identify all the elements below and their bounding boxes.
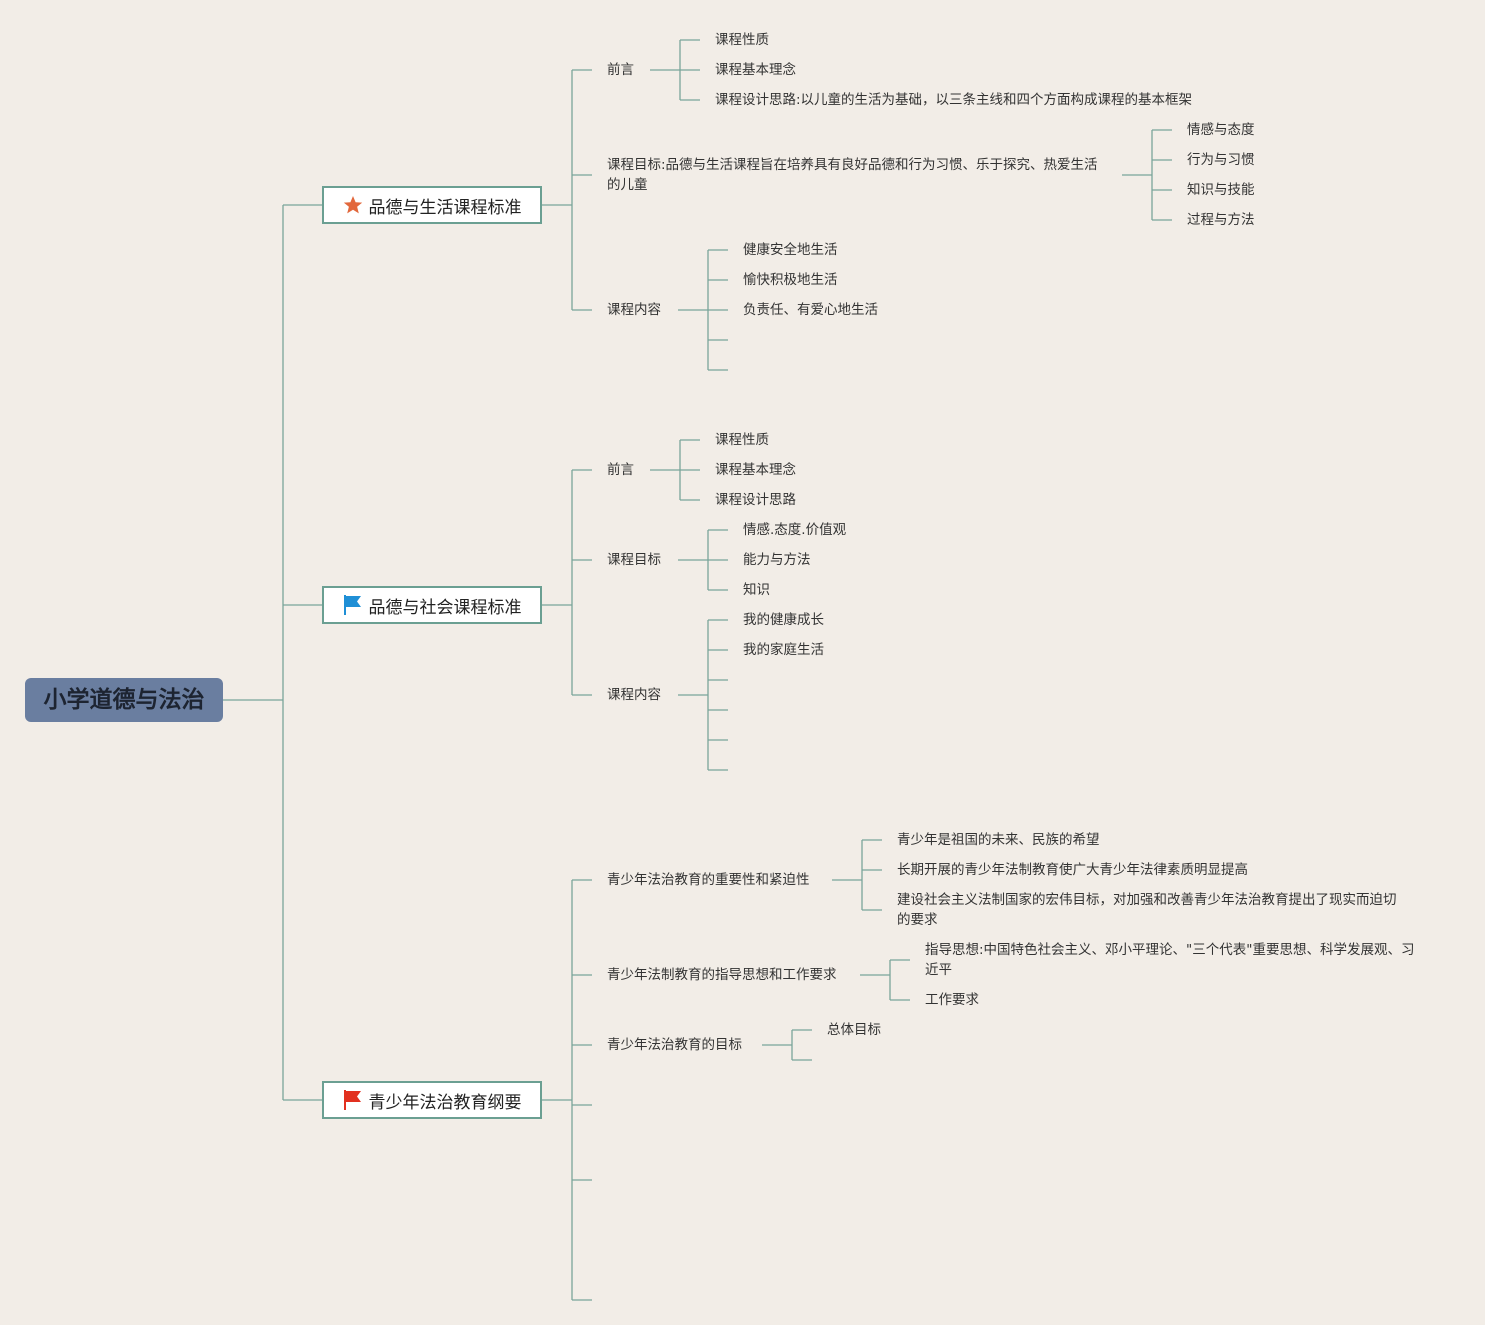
b1-mubiao-item[interactable]: 过程与方法 [1187, 212, 1255, 228]
b2-mubiao-item[interactable]: 知识 [743, 582, 770, 598]
b2-neirong-item[interactable]: 我的健康成长 [743, 612, 824, 628]
b3-item2-sub[interactable]: 工作要求 [925, 992, 979, 1008]
b3-item1-sub[interactable]: 建设社会主义法制国家的宏伟目标，对加强和改善青少年法治教育提出了现实而迫切的要求 [897, 892, 1397, 928]
b3-item2-sub[interactable]: 指导思想:中国特色社会主义、邓小平理论、"三个代表"重要思想、科学发展观、习近平 [925, 942, 1415, 978]
b1-qianyan-item[interactable]: 课程基本理念 [715, 62, 796, 78]
b1-neirong[interactable]: 课程内容 [607, 302, 661, 318]
b1-qianyan-item[interactable]: 课程性质 [715, 32, 769, 48]
b3-item2[interactable]: 青少年法制教育的指导思想和工作要求 [607, 967, 837, 983]
b3-item1[interactable]: 青少年法治教育的重要性和紧迫性 [607, 872, 810, 888]
b1-neirong-item[interactable]: 负责任、有爱心地生活 [743, 302, 878, 318]
b3-item3[interactable]: 青少年法治教育的目标 [607, 1037, 742, 1053]
star-icon [343, 195, 363, 215]
b2-qianyan-item[interactable]: 课程基本理念 [715, 462, 796, 478]
b1-neirong-item[interactable]: 愉快积极地生活 [743, 272, 838, 288]
branch-fazhi-gangyao[interactable]: 青少年法治教育纲要 [322, 1081, 542, 1119]
b1-mubiao-item[interactable]: 行为与习惯 [1187, 152, 1255, 168]
b1-qianyan[interactable]: 前言 [607, 62, 634, 78]
branch-pinde-shehui[interactable]: 品德与社会课程标准 [322, 586, 542, 624]
branch-label: 品德与生活课程标准 [368, 197, 522, 218]
b2-qianyan-item[interactable]: 课程设计思路 [715, 492, 796, 508]
flag-icon [343, 1089, 363, 1111]
flag-icon [343, 594, 363, 616]
b3-item1-sub[interactable]: 青少年是祖国的未来、民族的希望 [897, 832, 1100, 848]
b1-neirong-item[interactable]: 健康安全地生活 [743, 242, 838, 258]
branch-pinde-shenghuo[interactable]: 品德与生活课程标准 [322, 186, 542, 224]
b2-mubiao-item[interactable]: 情感.态度.价值观 [743, 522, 847, 538]
b2-qianyan-item[interactable]: 课程性质 [715, 432, 769, 448]
branch-label: 品德与社会课程标准 [368, 597, 522, 618]
b1-mubiao-item[interactable]: 情感与态度 [1187, 122, 1255, 138]
b2-neirong[interactable]: 课程内容 [607, 687, 661, 703]
b1-mubiao-item[interactable]: 知识与技能 [1187, 182, 1255, 198]
b2-mubiao[interactable]: 课程目标 [607, 552, 661, 568]
b1-mubiao[interactable]: 课程目标:品德与生活课程旨在培养具有良好品德和行为习惯、乐于探究、热爱生活的儿童 [607, 157, 1098, 193]
root-topic[interactable]: 小学道德与法治 [25, 678, 223, 722]
b2-qianyan[interactable]: 前言 [607, 462, 634, 478]
b3-item3-sub[interactable]: 总体目标 [827, 1022, 881, 1038]
b2-mubiao-item[interactable]: 能力与方法 [743, 552, 811, 568]
branch-label: 青少年法治教育纲要 [368, 1092, 522, 1113]
b3-item1-sub[interactable]: 长期开展的青少年法制教育使广大青少年法律素质明显提高 [897, 862, 1248, 878]
b2-neirong-item[interactable]: 我的家庭生活 [743, 642, 824, 658]
b1-qianyan-item[interactable]: 课程设计思路:以儿童的生活为基础，以三条主线和四个方面构成课程的基本框架 [715, 92, 1193, 108]
